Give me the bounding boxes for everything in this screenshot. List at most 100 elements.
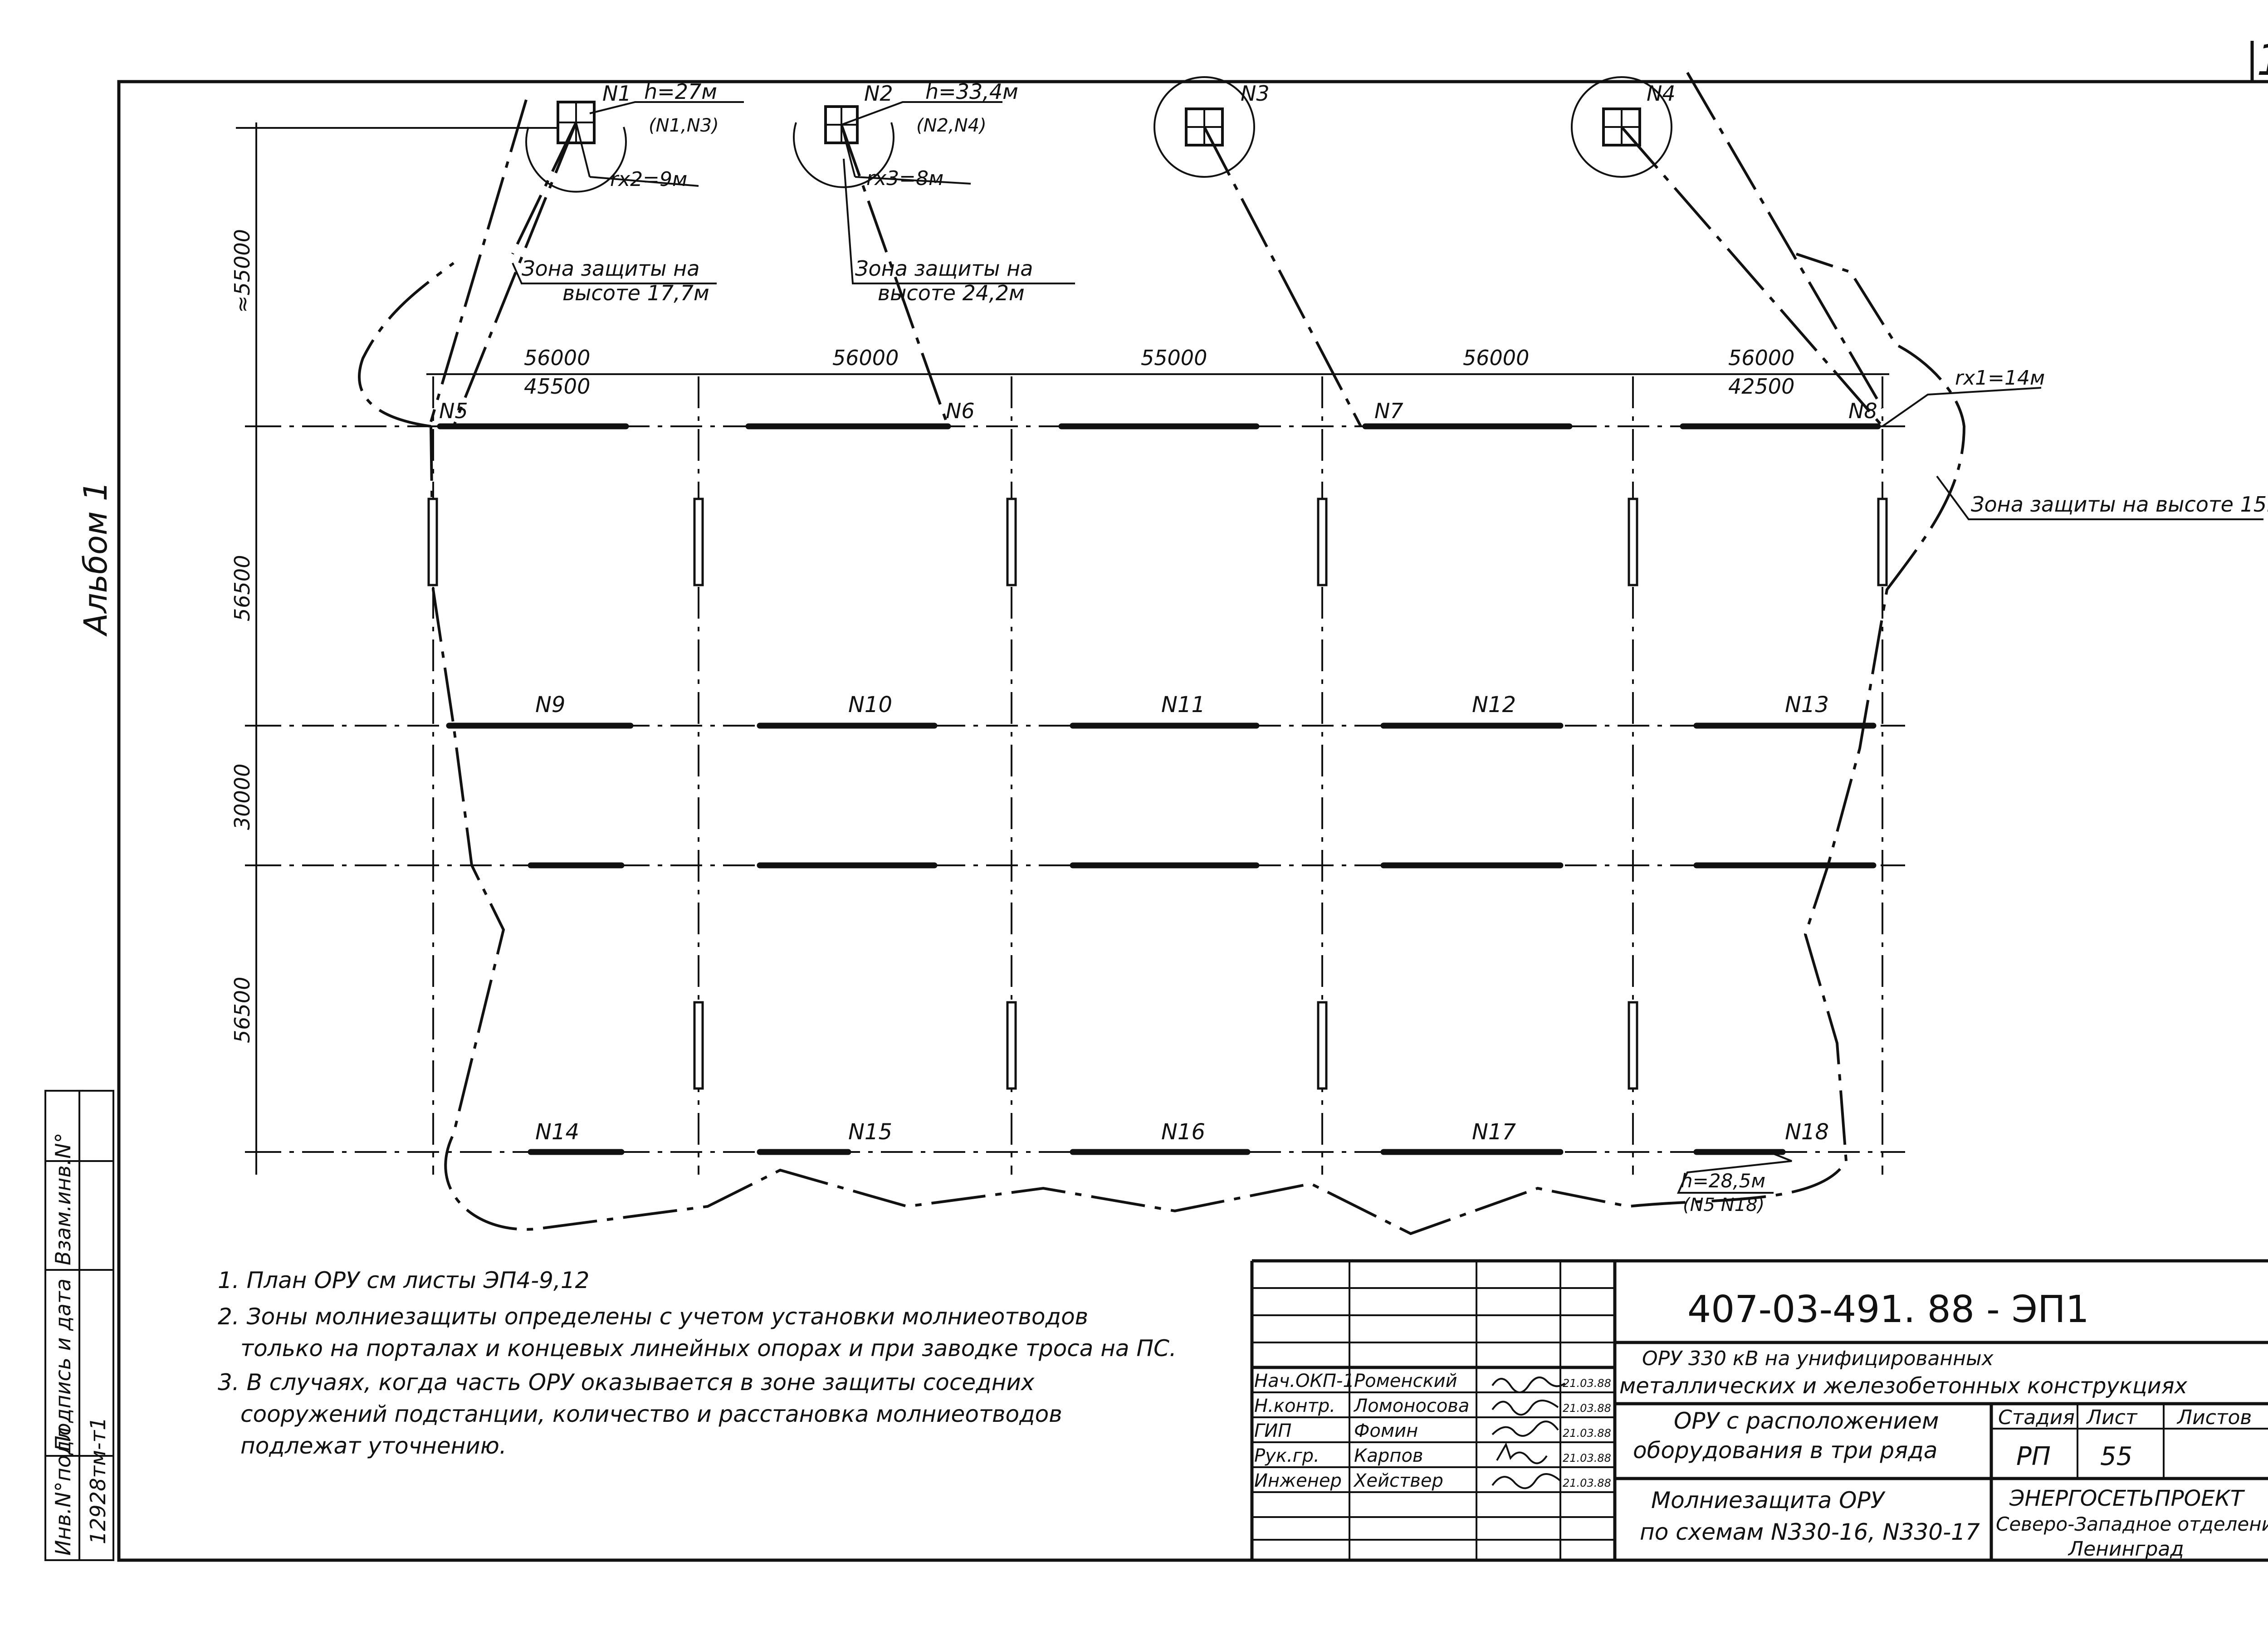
signers-table: Нач.ОКП-1 Роменский 21.03.88 Н.контр. Ло… bbox=[1254, 1371, 1611, 1491]
left-dim-3: 30000 bbox=[230, 764, 254, 830]
drawing-title-line-2: по схемам N330-16, N330-17 bbox=[1640, 1519, 1980, 1545]
rod-n3-label: N3 bbox=[1241, 81, 1270, 106]
project-line-2: металлических и железобетонных конструкц… bbox=[1619, 1373, 2188, 1399]
signer-date-3: 21.03.88 bbox=[1563, 1427, 1611, 1440]
signer-role-1: Нач.ОКП-1 bbox=[1254, 1371, 1354, 1391]
project-line-1: ОРУ 330 кВ на унифицированных bbox=[1642, 1347, 1994, 1370]
portal-n8: N8 bbox=[1848, 399, 1877, 423]
rod-n4-label: N4 bbox=[1647, 81, 1676, 106]
top-sub-dim-left: 45500 bbox=[524, 374, 590, 399]
signer-name-4: Карпов bbox=[1354, 1445, 1423, 1466]
left-dim-2: 56500 bbox=[230, 555, 254, 621]
portal-n18: N18 bbox=[1785, 1119, 1829, 1145]
portal-n6: N6 bbox=[946, 399, 975, 423]
stage-value: РП bbox=[2016, 1442, 2051, 1471]
top-dim-2: 56000 bbox=[832, 346, 899, 370]
portal-beams bbox=[437, 423, 1881, 1155]
left-dim-1: ≈55000 bbox=[230, 229, 254, 313]
signer-date-1: 21.03.88 bbox=[1563, 1377, 1611, 1390]
signature-scribble-5 bbox=[1491, 1473, 1561, 1489]
top-dim-1: 56000 bbox=[524, 346, 590, 370]
notes: 1. План ОРУ см листы ЭП4-9,12 2. Зоны мо… bbox=[218, 1267, 1177, 1459]
signer-date-2: 21.03.88 bbox=[1563, 1402, 1611, 1415]
rod-n18-height: h=28,5м bbox=[1681, 1170, 1765, 1192]
zone-15m-label: Зона защиты на высоте 15м bbox=[1971, 492, 2268, 517]
signer-role-3: ГИП bbox=[1254, 1420, 1291, 1441]
portal-n12: N12 bbox=[1472, 692, 1516, 717]
dimension-lines bbox=[236, 122, 1889, 1175]
signature-scribble-1 bbox=[1491, 1376, 1566, 1393]
rod-n1-label: N1 bbox=[602, 81, 631, 106]
portal-n9: N9 bbox=[535, 692, 565, 717]
org-branch: Северо-Западное отделение bbox=[1996, 1513, 2268, 1535]
org-name: ЭНЕРГОСЕТЬПРОЕКТ bbox=[2009, 1486, 2245, 1511]
side-stamp-signature-date: Подпись и дата bbox=[51, 1279, 75, 1451]
portal-n14: N14 bbox=[535, 1119, 579, 1145]
rod-n2-pair: (N2,N4) bbox=[916, 115, 987, 136]
sheet-title-line-1: ОРУ с расположением bbox=[1674, 1408, 1939, 1434]
signer-name-2: Ломоносова bbox=[1353, 1396, 1469, 1416]
rod-n2-label: N2 bbox=[864, 81, 893, 106]
rod-n2-zone-line2: высоте 24,2м bbox=[878, 281, 1025, 305]
side-stamp: Инв.N°подл 12928тм-т1 Подпись и дата Вза… bbox=[44, 1090, 114, 1561]
lightning-rod-n2 bbox=[793, 105, 894, 188]
rod-n2-zone-line1: Зона защиты на bbox=[855, 256, 1033, 281]
sheets-header: Листов bbox=[2176, 1406, 2252, 1429]
portal-n5: N5 bbox=[439, 399, 468, 423]
portal-n7: N7 bbox=[1374, 399, 1403, 423]
rod-n1-zone-line1: Зона защиты на bbox=[522, 256, 699, 281]
portal-n10: N10 bbox=[848, 692, 892, 717]
protection-zone-outline bbox=[358, 253, 1966, 1235]
stage-header: Стадия bbox=[1998, 1406, 2075, 1429]
sheet-header: Лист bbox=[2086, 1406, 2138, 1429]
rod-n1-zone-line2: высоте 17,7м bbox=[562, 281, 709, 305]
top-dim-5: 56000 bbox=[1728, 346, 1794, 370]
album-label: Альбом 1 bbox=[77, 481, 114, 637]
grid-axes bbox=[249, 376, 1905, 1175]
signer-role-4: Рук.гр. bbox=[1254, 1445, 1320, 1466]
rod-n2-radius: rх3=8м bbox=[866, 167, 943, 190]
note-3-cont2: подлежат уточнению. bbox=[240, 1433, 507, 1459]
note-1: 1. План ОРУ см листы ЭП4-9,12 bbox=[218, 1267, 589, 1293]
drawing-frame bbox=[117, 41, 2268, 1562]
sheet-title-line-2: оборудования в три ряда bbox=[1633, 1437, 1937, 1464]
note-3: 3. В случаях, когда часть ОРУ оказываетс… bbox=[218, 1369, 1035, 1396]
rod-n1-height: h=27м bbox=[644, 79, 717, 104]
protection-lines bbox=[430, 72, 1884, 427]
top-dim-4: 56000 bbox=[1463, 346, 1529, 370]
portal-n16: N16 bbox=[1161, 1119, 1205, 1145]
signature-scribble-4 bbox=[1496, 1442, 1548, 1464]
signer-date-4: 21.03.88 bbox=[1563, 1452, 1611, 1464]
top-sub-dim-right: 42500 bbox=[1728, 374, 1794, 399]
title-block bbox=[1250, 1259, 2268, 1560]
note-3-cont1: сооружений подстанции, количество и расс… bbox=[240, 1401, 1062, 1427]
side-stamp-replaced-inv: Взам.инв.N° bbox=[51, 1132, 75, 1265]
note-2-cont: только на порталах и концевых линейных о… bbox=[240, 1335, 1177, 1362]
vertical-supports bbox=[427, 498, 1888, 1090]
rod-n18-pair: (N5 N18) bbox=[1683, 1195, 1765, 1215]
top-dim-3: 55000 bbox=[1141, 346, 1207, 370]
signer-date-5: 21.03.88 bbox=[1563, 1477, 1611, 1489]
signer-name-5: Хействер bbox=[1353, 1470, 1443, 1491]
signature-scribble-2 bbox=[1491, 1400, 1559, 1416]
portal-n13: N13 bbox=[1785, 692, 1829, 717]
leader-lines bbox=[512, 101, 2263, 1194]
signer-role-2: Н.контр. bbox=[1254, 1396, 1335, 1416]
sheet-corner-number: 1( bbox=[2257, 35, 2268, 85]
rod-n1-radius: rх2=9м bbox=[610, 168, 687, 191]
rod-n8-radius: rх1=14м bbox=[1955, 366, 2045, 390]
org-city: Ленинград bbox=[2068, 1537, 2184, 1561]
note-2: 2. Зоны молниезащиты определены с учетом… bbox=[218, 1303, 1088, 1330]
side-stamp-inv-podl: Инв.N°подл bbox=[51, 1427, 75, 1556]
lightning-rod-n1 bbox=[525, 101, 627, 193]
rod-n1-pair: (N1,N3) bbox=[649, 115, 719, 136]
portal-n17: N17 bbox=[1472, 1119, 1516, 1145]
signer-role-5: Инженер bbox=[1254, 1470, 1342, 1491]
portal-n11: N11 bbox=[1161, 692, 1205, 717]
sheet-value: 55 bbox=[2100, 1442, 2132, 1471]
signer-name-1: Роменский bbox=[1354, 1371, 1457, 1391]
signature-scribble-3 bbox=[1491, 1420, 1559, 1437]
signer-name-3: Фомин bbox=[1354, 1420, 1418, 1441]
rod-n2-height: h=33,4м bbox=[925, 79, 1018, 104]
